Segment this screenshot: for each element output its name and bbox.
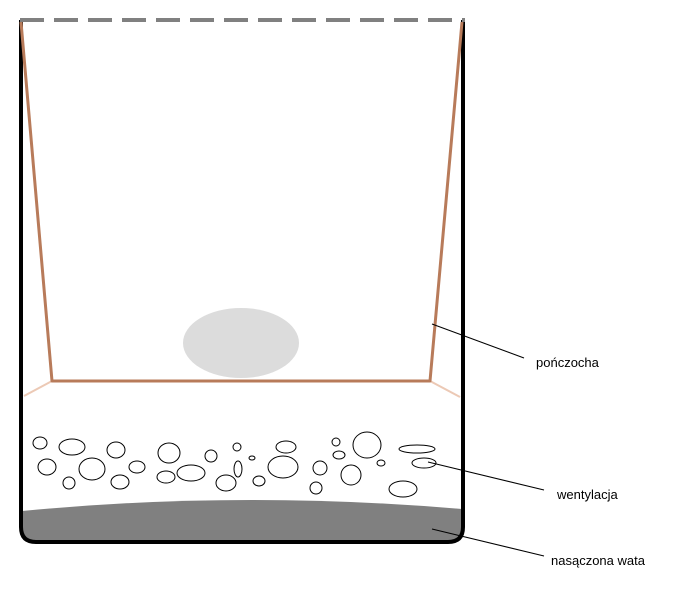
bubble (275, 440, 297, 454)
bubble (340, 464, 362, 486)
bubble (106, 441, 126, 459)
bubble (37, 458, 57, 476)
bubble (352, 431, 382, 459)
bubble (157, 442, 181, 464)
bubble (332, 450, 346, 460)
bubble (309, 481, 323, 495)
bubble (411, 457, 437, 469)
bubble (58, 438, 86, 456)
bubble (204, 449, 218, 463)
bubble (376, 459, 386, 467)
bubble (398, 444, 436, 454)
leader-line-stocking (431, 323, 525, 359)
leader-line-ventilation (427, 461, 545, 491)
label-stocking: pończocha (536, 355, 600, 370)
bubble (215, 474, 237, 492)
label-ventilation: wentylacja (556, 487, 618, 502)
bubble (233, 460, 243, 478)
bubble (78, 457, 106, 481)
stocking-faint-left (23, 380, 53, 397)
label-soaked-cotton: nasączona wata (551, 553, 646, 568)
bubble (232, 442, 242, 452)
stocking (19, 21, 464, 383)
leader-line-soaked-cotton (431, 528, 545, 557)
bubble (62, 476, 76, 490)
stocking-faint-right (429, 380, 461, 398)
ventilation-bubbles (32, 431, 437, 498)
jar-outline (19, 20, 465, 544)
bubble (252, 475, 266, 487)
bubble (110, 474, 130, 490)
bubble (388, 480, 418, 498)
bubble (331, 437, 341, 447)
grey-object (183, 308, 299, 378)
bubble (176, 464, 206, 482)
bubble (267, 455, 299, 479)
soaked-cotton-layer (22, 499, 462, 541)
bubble (32, 436, 48, 450)
bubble (248, 455, 256, 461)
bubble (156, 470, 176, 484)
bubble (128, 460, 146, 474)
bubble (312, 460, 328, 476)
